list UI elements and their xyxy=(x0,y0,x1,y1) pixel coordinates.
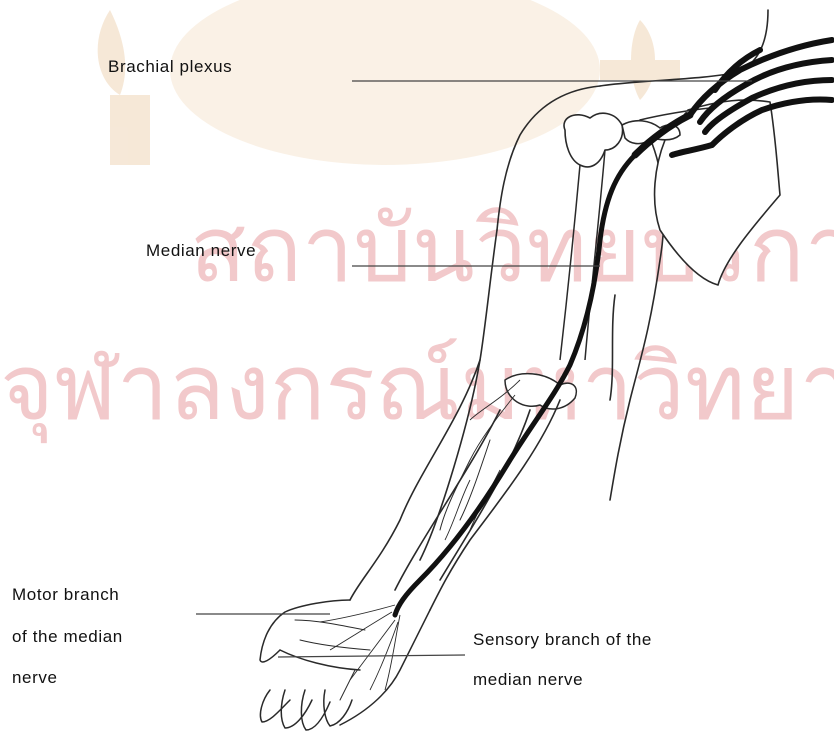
label-median-nerve: Median nerve xyxy=(146,241,256,261)
hand-outline xyxy=(260,600,430,730)
label-sensory-branch-1: Sensory branch of the xyxy=(473,630,652,650)
leader-sensory-branch xyxy=(278,655,465,657)
label-motor-branch-2: of the median xyxy=(12,627,123,647)
elbow-joint xyxy=(505,374,576,409)
label-motor-branch-1: Motor branch xyxy=(12,585,119,605)
label-sensory-branch-2: median nerve xyxy=(473,670,583,690)
label-motor-branch-3: nerve xyxy=(12,668,58,688)
label-brachial-plexus: Brachial plexus xyxy=(108,57,232,77)
